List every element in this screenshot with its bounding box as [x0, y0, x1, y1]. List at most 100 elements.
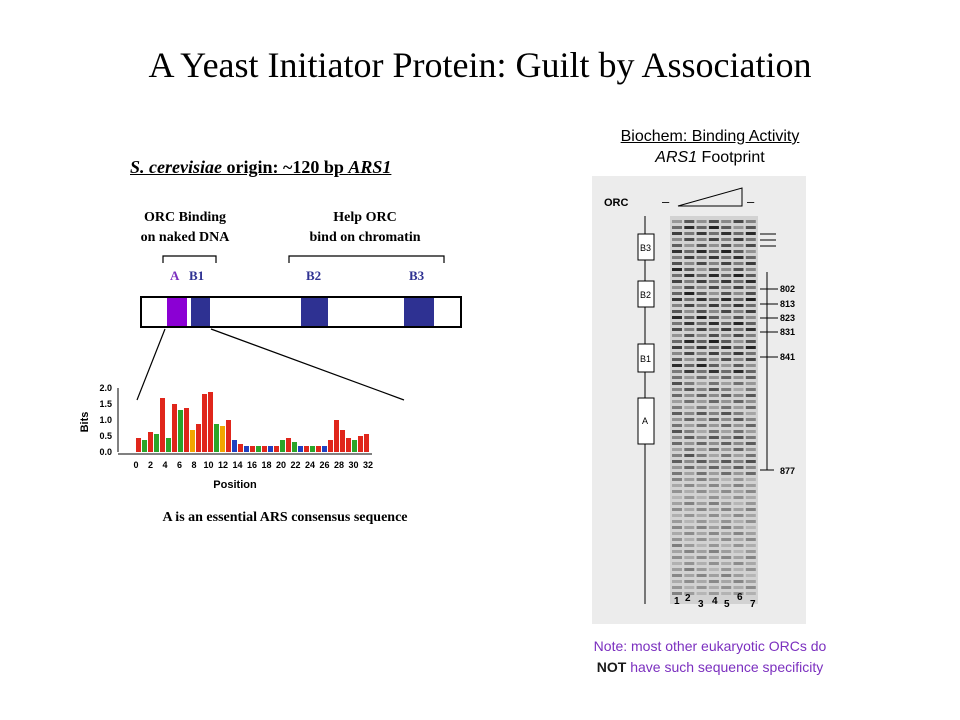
gel-band: [696, 574, 707, 577]
gel-band: [684, 220, 695, 223]
gel-band: [745, 352, 756, 355]
gel-band: [745, 280, 756, 283]
gel-band: [684, 370, 695, 373]
gel-band: [721, 322, 732, 325]
gel-band: [684, 514, 695, 517]
gel-band: [672, 328, 682, 331]
label-element-a: A: [170, 268, 180, 283]
gel-band: [672, 298, 682, 301]
gel-band: [745, 448, 756, 451]
gel-band: [684, 286, 695, 289]
gel-band: [745, 514, 756, 517]
gel-box-b2: [637, 280, 655, 308]
gel-band: [708, 244, 719, 247]
gel-band: [672, 388, 682, 391]
gel-band: [672, 460, 682, 463]
gel-band: [733, 226, 744, 229]
gel-band: [672, 454, 682, 457]
gel-band: [721, 286, 732, 289]
gel-band: [733, 268, 744, 271]
gel-band: [672, 334, 682, 337]
gel-band: [745, 286, 756, 289]
gel-band: [696, 472, 707, 475]
gel-band: [708, 544, 719, 547]
gel-band: [721, 364, 732, 367]
gel-band: [721, 232, 732, 235]
gel-band: [672, 370, 682, 373]
gel-band: [708, 418, 719, 421]
gel-band: [684, 292, 695, 295]
gel-band: [696, 490, 707, 493]
gel-band: [745, 580, 756, 583]
gel-band: [696, 280, 707, 283]
gel-band: [696, 388, 707, 391]
gel-band: [733, 304, 744, 307]
gel-band: [745, 244, 756, 247]
gel-box-a-label: A: [642, 416, 648, 426]
gel-band: [733, 388, 744, 391]
gel-band: [684, 412, 695, 415]
gel-band: [708, 508, 719, 511]
gel-band: [708, 490, 719, 493]
gel-band: [708, 358, 719, 361]
gel-band: [672, 484, 682, 487]
gel-band: [696, 532, 707, 535]
gel-band: [708, 346, 719, 349]
gel-band: [672, 550, 682, 553]
gel-band: [672, 568, 682, 571]
gel-band: [672, 418, 682, 421]
gel-band: [733, 532, 744, 535]
gel-band: [684, 592, 695, 595]
gel-band: [696, 256, 707, 259]
gel-band: [672, 562, 682, 565]
gel-band: [745, 490, 756, 493]
gel-band: [708, 286, 719, 289]
gel-band: [672, 238, 682, 241]
gel-box-b1-label: B1: [640, 354, 651, 364]
gel-band: [672, 538, 682, 541]
footprint-subheading: ARS1 Footprint: [560, 147, 860, 168]
gel-band: [721, 262, 732, 265]
gel-band: [745, 502, 756, 505]
gel-band: [672, 508, 682, 511]
gel-band: [745, 544, 756, 547]
gel-band: [721, 436, 732, 439]
gel-band: [696, 304, 707, 307]
gel-band: [721, 490, 732, 493]
gel-band: [745, 388, 756, 391]
gel-band: [733, 550, 744, 553]
gel-band: [708, 436, 719, 439]
gel-band: [721, 400, 732, 403]
gel-band: [745, 562, 756, 565]
gel-band: [684, 400, 695, 403]
footprint-ars-name: ARS1: [655, 149, 698, 166]
element-b3-block: [404, 298, 434, 326]
gel-band: [745, 298, 756, 301]
gel-band: [721, 460, 732, 463]
logo-xtick: 14: [232, 460, 242, 470]
gel-band: [745, 592, 756, 595]
footprint-word: Footprint: [697, 149, 765, 166]
gel-band: [696, 562, 707, 565]
gel-band: [721, 346, 732, 349]
gel-band: [684, 406, 695, 409]
gel-band: [684, 496, 695, 499]
gel-band: [696, 238, 707, 241]
gel-band: [733, 400, 744, 403]
gel-band: [733, 430, 744, 433]
gel-band: [721, 370, 732, 373]
gel-band: [745, 310, 756, 313]
band-label-831: 831: [780, 327, 795, 337]
gel-band: [696, 550, 707, 553]
gel-band: [733, 520, 744, 523]
gel-band: [721, 418, 732, 421]
gel-band: [721, 352, 732, 355]
orc-binding-line2: on naked DNA: [140, 230, 230, 245]
gel-band: [696, 460, 707, 463]
gel-band: [684, 274, 695, 277]
gel-band: [733, 508, 744, 511]
gel-band: [684, 454, 695, 457]
gel-band: [745, 436, 756, 439]
gel-band: [708, 394, 719, 397]
gel-band: [721, 508, 732, 511]
